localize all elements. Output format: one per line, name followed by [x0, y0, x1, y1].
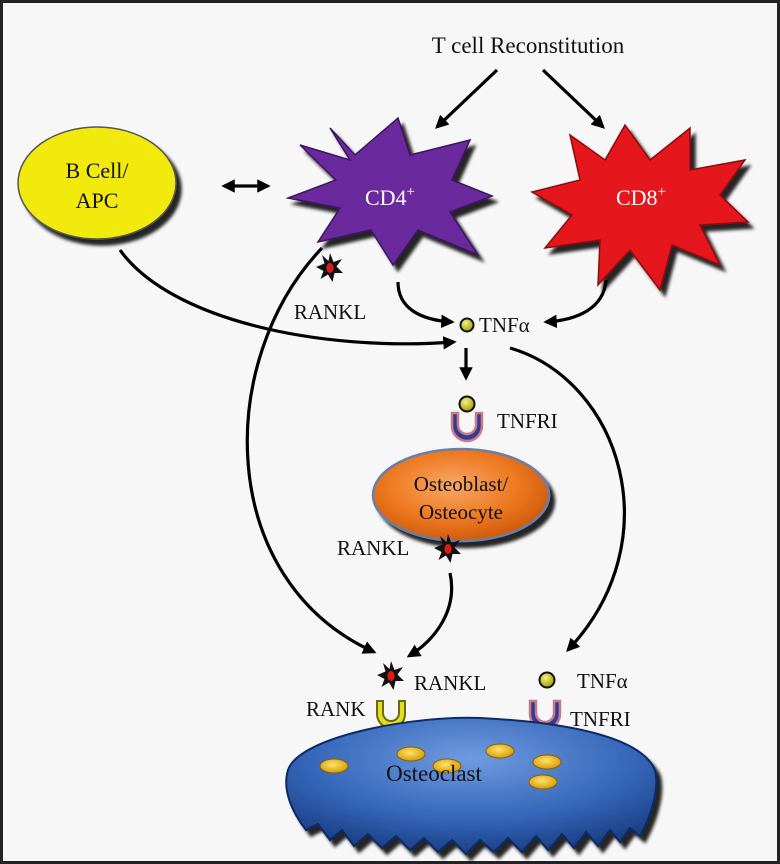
- arrow-bcell-to-tnfa: [118, 249, 457, 350]
- tnfa-bound-icon: [458, 395, 476, 413]
- tnfri-label-center: TNFRI: [497, 409, 558, 433]
- arrow-cd4-to-tnfa: [396, 281, 455, 329]
- osteoblast-osteocyte: [371, 447, 551, 543]
- cd4-label: CD4+: [365, 184, 415, 210]
- title-t-cell-reconstitution: T cell Reconstitution: [432, 33, 625, 58]
- cd8-label-sup: +: [658, 184, 666, 200]
- tnfa-label-bottom: TNFα: [577, 669, 628, 693]
- cd8-t-cell: [530, 123, 750, 292]
- osteoclast-nucleus: [528, 774, 558, 790]
- cd4-t-cell: [285, 116, 495, 267]
- arrow-title-to-cd8: [541, 68, 605, 129]
- tnfa-ligand-icon-bottom: [538, 671, 556, 689]
- cd8-label-text: CD8: [616, 185, 658, 210]
- rank-label: RANK: [306, 697, 366, 721]
- osteoclast-label: Osteoclast: [386, 761, 482, 786]
- osteoclast-nucleus: [532, 754, 562, 770]
- tnfri-label-bottom: TNFRI: [570, 707, 631, 731]
- arrow-osteoblast-rankl-to-rankl-bottom: [406, 572, 454, 658]
- osteoclast-nucleus: [432, 758, 462, 774]
- arrow-tnfa-to-tnfri-bottom: [509, 346, 626, 652]
- tnfa-ligand-icon-center: [459, 317, 475, 333]
- arrow-title-to-cd4: [435, 68, 499, 129]
- arrow-cd8-to-tnfa: [543, 279, 608, 329]
- b-cell-label-line2: APC: [76, 188, 119, 213]
- osteoblast-label-line1: Osteoblast/: [414, 472, 509, 496]
- osteoblast-label-line2: Osteocyte: [419, 500, 503, 524]
- osteoclast-nucleus: [319, 758, 349, 774]
- b-cell-label-line1: B Cell/: [66, 158, 130, 183]
- tnfa-label-center: TNFα: [479, 313, 530, 337]
- cd8-label: CD8+: [616, 184, 666, 210]
- arrow-cd4-to-rankl-bottom: [245, 246, 377, 654]
- rankl-label-osteoblast: RANKL: [337, 536, 409, 560]
- b-cell-apc: [17, 126, 177, 240]
- rankl-label-cd4: RANKL: [294, 300, 366, 324]
- osteoclast-nucleus: [485, 743, 515, 759]
- cd4-label-sup: +: [407, 184, 415, 200]
- osteoclast-nucleus: [396, 746, 426, 762]
- osteoclast: [285, 716, 658, 856]
- rankl-label-bottom: RANKL: [414, 671, 486, 695]
- cd4-label-text: CD4: [365, 185, 407, 210]
